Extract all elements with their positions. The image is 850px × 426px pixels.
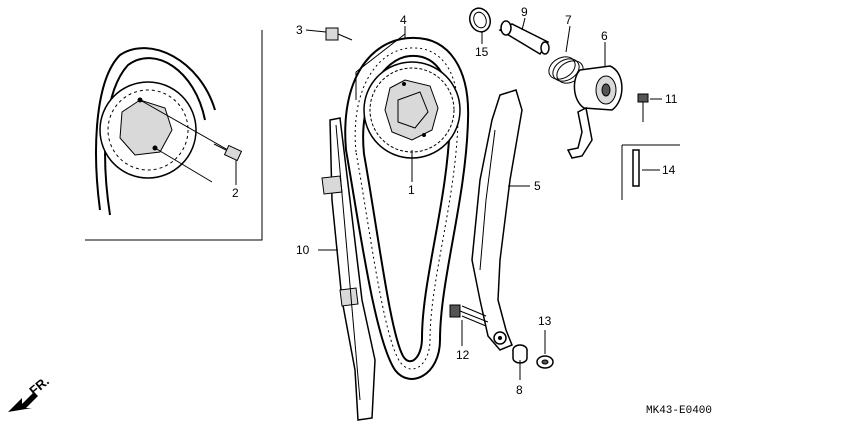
pin-part-14 (621, 144, 680, 200)
callout-4: 4 (400, 13, 407, 27)
chain-guide-part-10 (321, 117, 376, 421)
callout-14: 14 (662, 163, 676, 177)
shaft-part-9 (498, 20, 550, 56)
callout-3: 3 (296, 23, 303, 37)
callout-9: 9 (521, 5, 528, 19)
direction-label: FR. (26, 373, 52, 398)
callout-6: 6 (601, 29, 608, 43)
washer-part-13 (536, 355, 554, 369)
inset-sprocket-hub (119, 99, 173, 156)
tensioner-part-6 (566, 65, 623, 159)
tensioner-arm-part-5 (471, 89, 523, 351)
front-arrow-icon (8, 392, 38, 412)
callout-5: 5 (534, 179, 541, 193)
cam-sprocket-part-1 (363, 61, 461, 159)
bolt-part-3 (325, 27, 353, 41)
callout-2: 2 (232, 186, 239, 200)
callout-8: 8 (516, 383, 523, 397)
bolt-part-11 (637, 93, 649, 122)
front-direction-indicator: FR. (8, 373, 52, 412)
callout-13: 13 (538, 314, 552, 328)
callout-10: 10 (296, 243, 310, 257)
callout-7: 7 (565, 13, 572, 27)
inset-frame (85, 30, 263, 241)
callout-11: 11 (665, 92, 678, 106)
bolt-part-12 (449, 304, 489, 327)
callout-12: 12 (456, 348, 470, 362)
callout-1: 1 (408, 183, 415, 197)
bolt-part-2 (213, 143, 243, 162)
o-ring-part-15 (468, 7, 492, 33)
leader-lines (235, 17, 662, 380)
callout-labels: 1 2 3 4 5 6 7 8 9 10 11 12 13 14 15 (232, 5, 678, 397)
inset-chain (95, 47, 216, 216)
callout-15: 15 (475, 45, 489, 59)
collar-part-8 (512, 344, 528, 364)
inset-detail (85, 30, 263, 241)
diagram-code: MK43-E0400 (646, 405, 712, 417)
